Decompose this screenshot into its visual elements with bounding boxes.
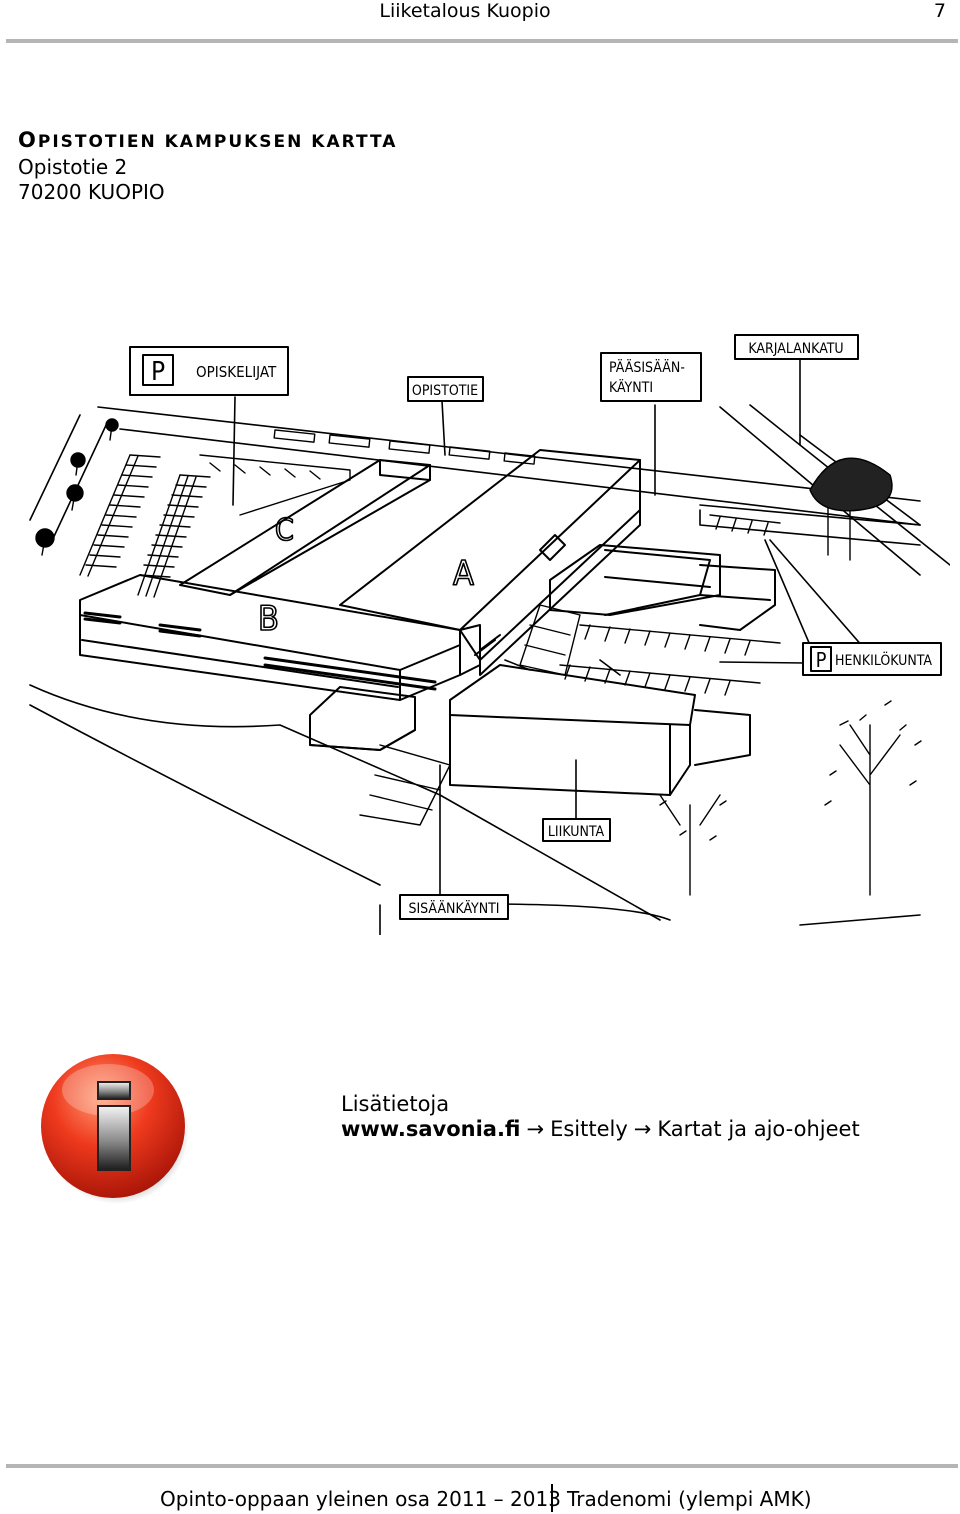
parking-left (79, 454, 351, 598)
road-markings (273, 429, 536, 465)
section-heading-rest: PISTOTIEN KAMPUKSEN KARTTA (37, 132, 398, 152)
arrow-right-icon: → (526, 1117, 545, 1141)
campus-map: P OPISKELIJAT OPISTOTIE PÄÄSISÄÄN- KÄYNT… (29, 334, 950, 935)
label-building-b: B (258, 599, 279, 639)
info-step-kartat: Kartat ja ajo-ohjeet (657, 1117, 860, 1141)
building-b (79, 574, 481, 701)
parking-symbol-staff: P (816, 648, 827, 672)
trees (35, 418, 922, 896)
label-opiskelijat: OPISKELIJAT (196, 363, 277, 381)
running-header-title: Liiketalous Kuopio (379, 0, 551, 22)
building-small-front (309, 686, 416, 751)
info-navigation-path: www.savonia.fi→Esittely→Kartat ja ajo-oh… (341, 1117, 860, 1141)
arrow-right-icon: → (633, 1117, 652, 1141)
label-building-a: A (453, 554, 474, 594)
address-street: Opistotie 2 (18, 155, 128, 179)
parking-symbol-students: P (151, 357, 165, 387)
label-liikunta: LIIKUNTA (548, 824, 605, 840)
leader-lines (232, 359, 811, 896)
label-opistotie: OPISTOTIE (412, 383, 478, 399)
address-postal: 70200 KUOPIO (18, 180, 165, 204)
label-building-c: C (275, 513, 294, 548)
info-step-esittely: Esittely (550, 1117, 628, 1141)
page-number: 7 (933, 0, 946, 22)
label-karjalankatu: KARJALANKATU (748, 341, 843, 357)
footer-degree: Tradenomi (ylempi AMK) (567, 1487, 812, 1511)
footer-divider (6, 1464, 958, 1468)
footer-course-guide: Opinto-oppaan yleinen osa 2011 – 2013 (160, 1487, 561, 1511)
map-labels: P OPISKELIJAT OPISTOTIE PÄÄSISÄÄN- KÄYNT… (129, 334, 942, 920)
building-c (179, 459, 431, 596)
label-paasisaankaynti-1: PÄÄSISÄÄN- (609, 358, 685, 376)
label-henkilokunta: HENKILÖKUNTA (835, 651, 932, 669)
section-heading: OPISTOTIEN KAMPUKSEN KARTTA (18, 128, 397, 152)
section-heading-initial: O (18, 128, 38, 152)
label-paasisaankaynti-2: KÄYNTI (609, 378, 653, 396)
footer-separator (551, 1484, 553, 1512)
parking-right (359, 514, 781, 826)
info-icon (41, 1054, 189, 1204)
info-url-link[interactable]: www.savonia.fi (341, 1117, 521, 1141)
building-annexes (549, 544, 776, 631)
info-title: Lisätietoja (341, 1092, 450, 1116)
building-liikunta (449, 664, 751, 796)
building-a (339, 449, 641, 676)
header-divider (6, 39, 958, 43)
label-sisaankaynti: SISÄÄNKÄYNTI (408, 899, 499, 917)
